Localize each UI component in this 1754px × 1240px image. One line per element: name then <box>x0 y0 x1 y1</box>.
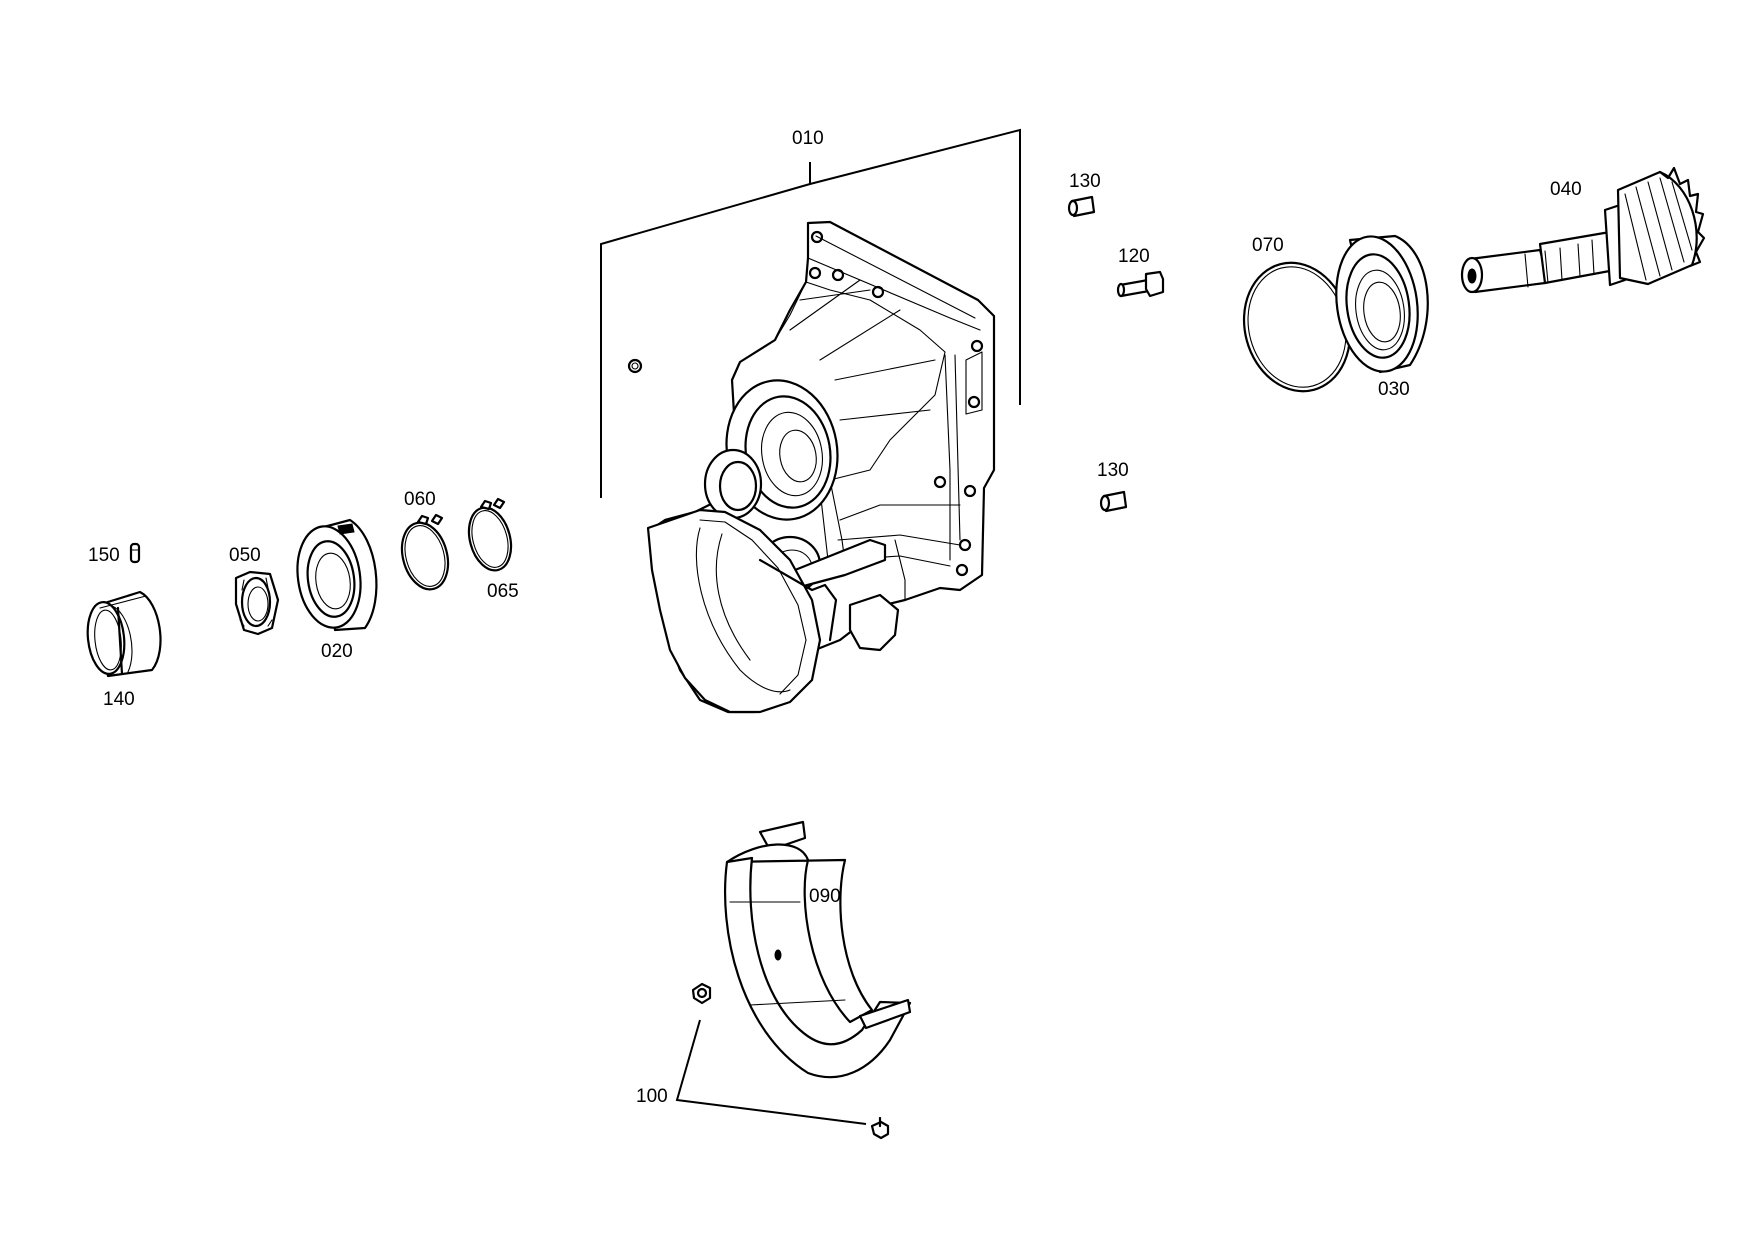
callout-040: 040 <box>1550 179 1582 200</box>
shaft-gear-040 <box>1460 166 1706 294</box>
callout-090: 090 <box>809 886 841 907</box>
callout-130-upper: 130 <box>1069 171 1101 192</box>
housing-010 <box>646 220 996 714</box>
screw-100-a <box>691 982 712 1005</box>
callout-065: 065 <box>487 581 519 602</box>
bearing-020 <box>296 518 378 632</box>
pin-150 <box>129 542 141 564</box>
callout-150: 150 <box>88 545 120 566</box>
leader-100 <box>675 1019 867 1125</box>
slotted-nut-050 <box>234 570 280 636</box>
callout-120: 120 <box>1118 246 1150 267</box>
sleeve-140 <box>86 590 162 678</box>
pin-130-upper <box>1067 195 1096 218</box>
callout-060: 060 <box>404 489 436 510</box>
callout-100: 100 <box>636 1086 668 1107</box>
bearing-030 <box>1335 234 1429 374</box>
circlip-060 <box>400 513 450 591</box>
dowel-pin-housing <box>627 358 643 374</box>
callout-010: 010 <box>792 128 824 149</box>
circlip-065 <box>467 497 513 572</box>
callout-070: 070 <box>1252 235 1284 256</box>
leader-lines <box>600 128 1021 1125</box>
screw-100-b <box>870 1116 890 1140</box>
cover-plate-090 <box>724 820 912 1079</box>
callout-020: 020 <box>321 641 353 662</box>
bolt-120 <box>1116 270 1165 298</box>
callout-140: 140 <box>103 689 135 710</box>
callout-130-lower: 130 <box>1097 460 1129 481</box>
callout-030: 030 <box>1378 379 1410 400</box>
pin-130-lower <box>1099 490 1128 513</box>
callout-050: 050 <box>229 545 261 566</box>
